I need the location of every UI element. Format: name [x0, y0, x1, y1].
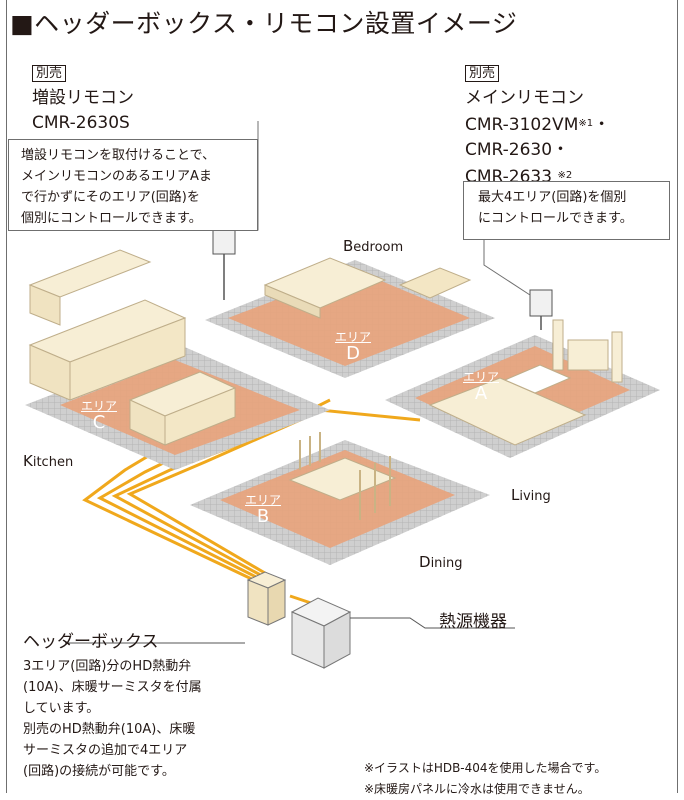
- living-tv: [567, 339, 609, 371]
- header-box-description: 3エリア(回路)分のHD熱動弁 (10A)、床暖サーミスタを付属 しています。 …: [23, 656, 273, 782]
- extra-remote-device: [212, 227, 236, 255]
- dining-table: [288, 457, 397, 501]
- main-remote-model-1-text: CMR-3102VM: [465, 115, 579, 135]
- header-box-desc-line-2: (10A)、床暖サーミスタを付属: [23, 680, 202, 695]
- extra-remote-block: 別売 増設リモコン CMR-2630S: [32, 62, 134, 136]
- main-remote-note-1: ※1: [578, 118, 594, 129]
- footnotes: ※イラストはHDB-404を使用した場合です。 ※床暖房パネルに冷水は使用できま…: [364, 758, 680, 800]
- header-box-desc-line-1: 3エリア(回路)分のHD熱動弁: [23, 659, 192, 674]
- extra-remote-description-box: 増設リモコンを取付けることで、 メインリモコンのあるエリアAま で行かずにそのエ…: [8, 139, 258, 231]
- page-frame: [6, 0, 678, 793]
- dining-chairs: [299, 432, 391, 520]
- extra-remote-desc-line-1: 増設リモコンを取付けることで、: [21, 148, 216, 163]
- main-remote-tag: 別売: [465, 65, 500, 82]
- extra-remote-desc-line-4: 個別にコントロールできます。: [21, 211, 202, 226]
- bedroom-panel: [228, 270, 470, 366]
- header-box-desc-line-5: サーミスタの追加で4エリア: [23, 743, 188, 758]
- extra-remote-desc-line-3: で行かずにそのエリア(回路)を: [21, 190, 200, 205]
- main-remote-desc-line-2: にコントロールできます。: [478, 211, 633, 226]
- heat-source-label: 熱源機器: [439, 612, 507, 632]
- room-label-bedroom: Bedroom: [343, 237, 404, 255]
- header-box-desc-line-3: しています。: [23, 701, 100, 716]
- living-sofa: [428, 377, 587, 446]
- extra-remote-name: 増設リモコン: [32, 88, 134, 108]
- header-box-desc-line-4: 別売のHD熱動弁(10A)、床暖: [23, 722, 196, 737]
- main-remote-desc-line-1: 最大4エリア(回路)を個別: [478, 190, 627, 205]
- extra-remote-desc-line-2: メインリモコンのあるエリアAま: [21, 169, 212, 184]
- main-remote-device: [529, 289, 553, 317]
- header-box-title: ヘッダーボックス: [23, 632, 159, 652]
- living-table: [503, 364, 572, 394]
- bedroom-desk: [398, 267, 472, 299]
- header-box-desc-line-6: (回路)の接続が可能です。: [23, 764, 175, 779]
- main-remote-name: メインリモコン: [465, 88, 584, 108]
- page-title: ■ヘッダーボックス・リモコン設置イメージ: [10, 9, 518, 38]
- room-label-kitchen: Kitchen: [23, 452, 74, 470]
- extra-remote-tag: 別売: [32, 65, 67, 82]
- kitchen-upper-cabinets: [28, 249, 152, 298]
- room-label-dining: Dining: [419, 553, 463, 571]
- main-remote-description-box: 最大4エリア(回路)を個別 にコントロールできます。: [463, 181, 670, 240]
- room-label-living: Living: [511, 486, 551, 504]
- main-remote-model-2: CMR-2630・: [465, 140, 570, 160]
- main-remote-model-1-suffix: ・: [593, 115, 611, 135]
- extra-remote-model: CMR-2630S: [32, 113, 130, 133]
- main-remote-note-2: ※2: [557, 170, 573, 181]
- main-remote-model-1: CMR-3102VM※1・: [465, 111, 610, 138]
- footnote-2: ※床暖房パネルに冷水は使用できません。: [364, 782, 590, 796]
- main-remote-block: 別売 メインリモコン CMR-3102VM※1・ CMR-2630・ CMR-2…: [465, 62, 610, 190]
- footnote-1: ※イラストはHDB-404を使用した場合です。: [364, 761, 607, 775]
